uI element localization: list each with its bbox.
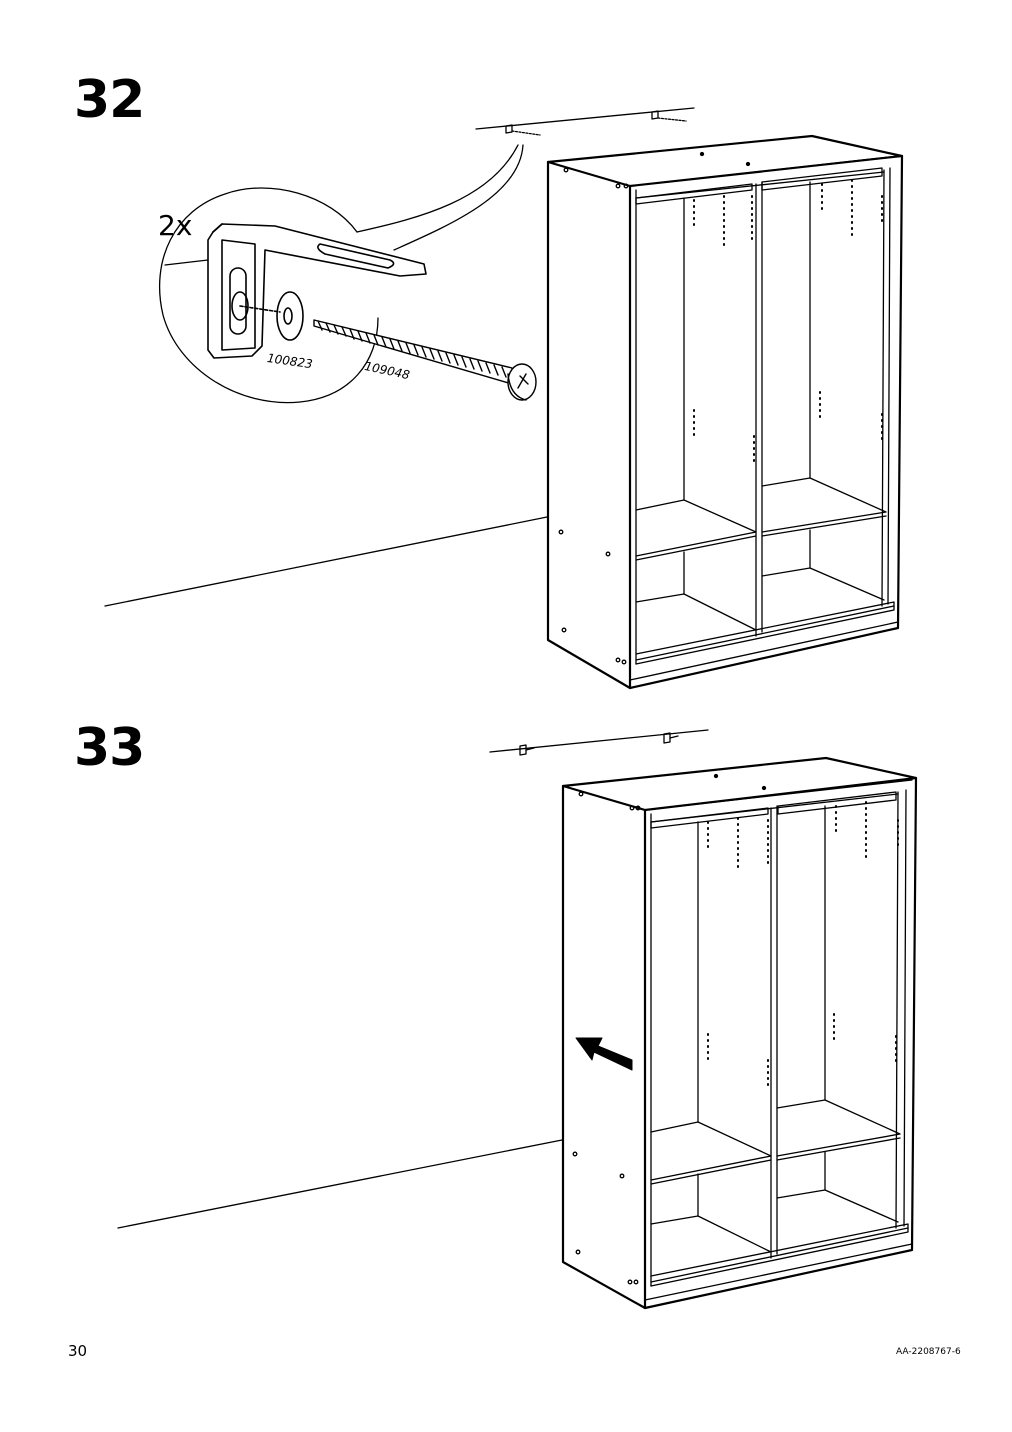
- wall-bracket-icon: [651, 110, 687, 122]
- wall-edge-line: [164, 259, 209, 266]
- quantity-label: 2x: [158, 209, 193, 242]
- washer-icon: [239, 291, 304, 341]
- detail-zoom-circle: [159, 187, 379, 404]
- screw-icon: [313, 319, 537, 401]
- wall-top-line: [489, 729, 709, 753]
- wardrobe-step-33: [561, 756, 918, 1310]
- floor-line: [117, 1139, 563, 1229]
- leader-line: [393, 144, 524, 251]
- wall-bracket-icon: [505, 124, 541, 136]
- wall-bracket-icon: [663, 732, 679, 744]
- floor-line: [104, 516, 548, 607]
- angle-bracket-icon: [207, 223, 427, 359]
- page-number: 30: [68, 1342, 88, 1360]
- document-code: AA-2208767-6: [896, 1347, 961, 1357]
- step-33-illustration: [117, 729, 918, 1310]
- wardrobe-step-32: [546, 134, 904, 690]
- push-direction-arrow-icon: [575, 1037, 633, 1071]
- step-32-illustration: [104, 107, 904, 690]
- leader-line: [356, 144, 519, 233]
- wall-bracket-icon: [519, 744, 535, 756]
- step-number-32: 32: [74, 70, 145, 130]
- step-number-33: 33: [74, 718, 145, 778]
